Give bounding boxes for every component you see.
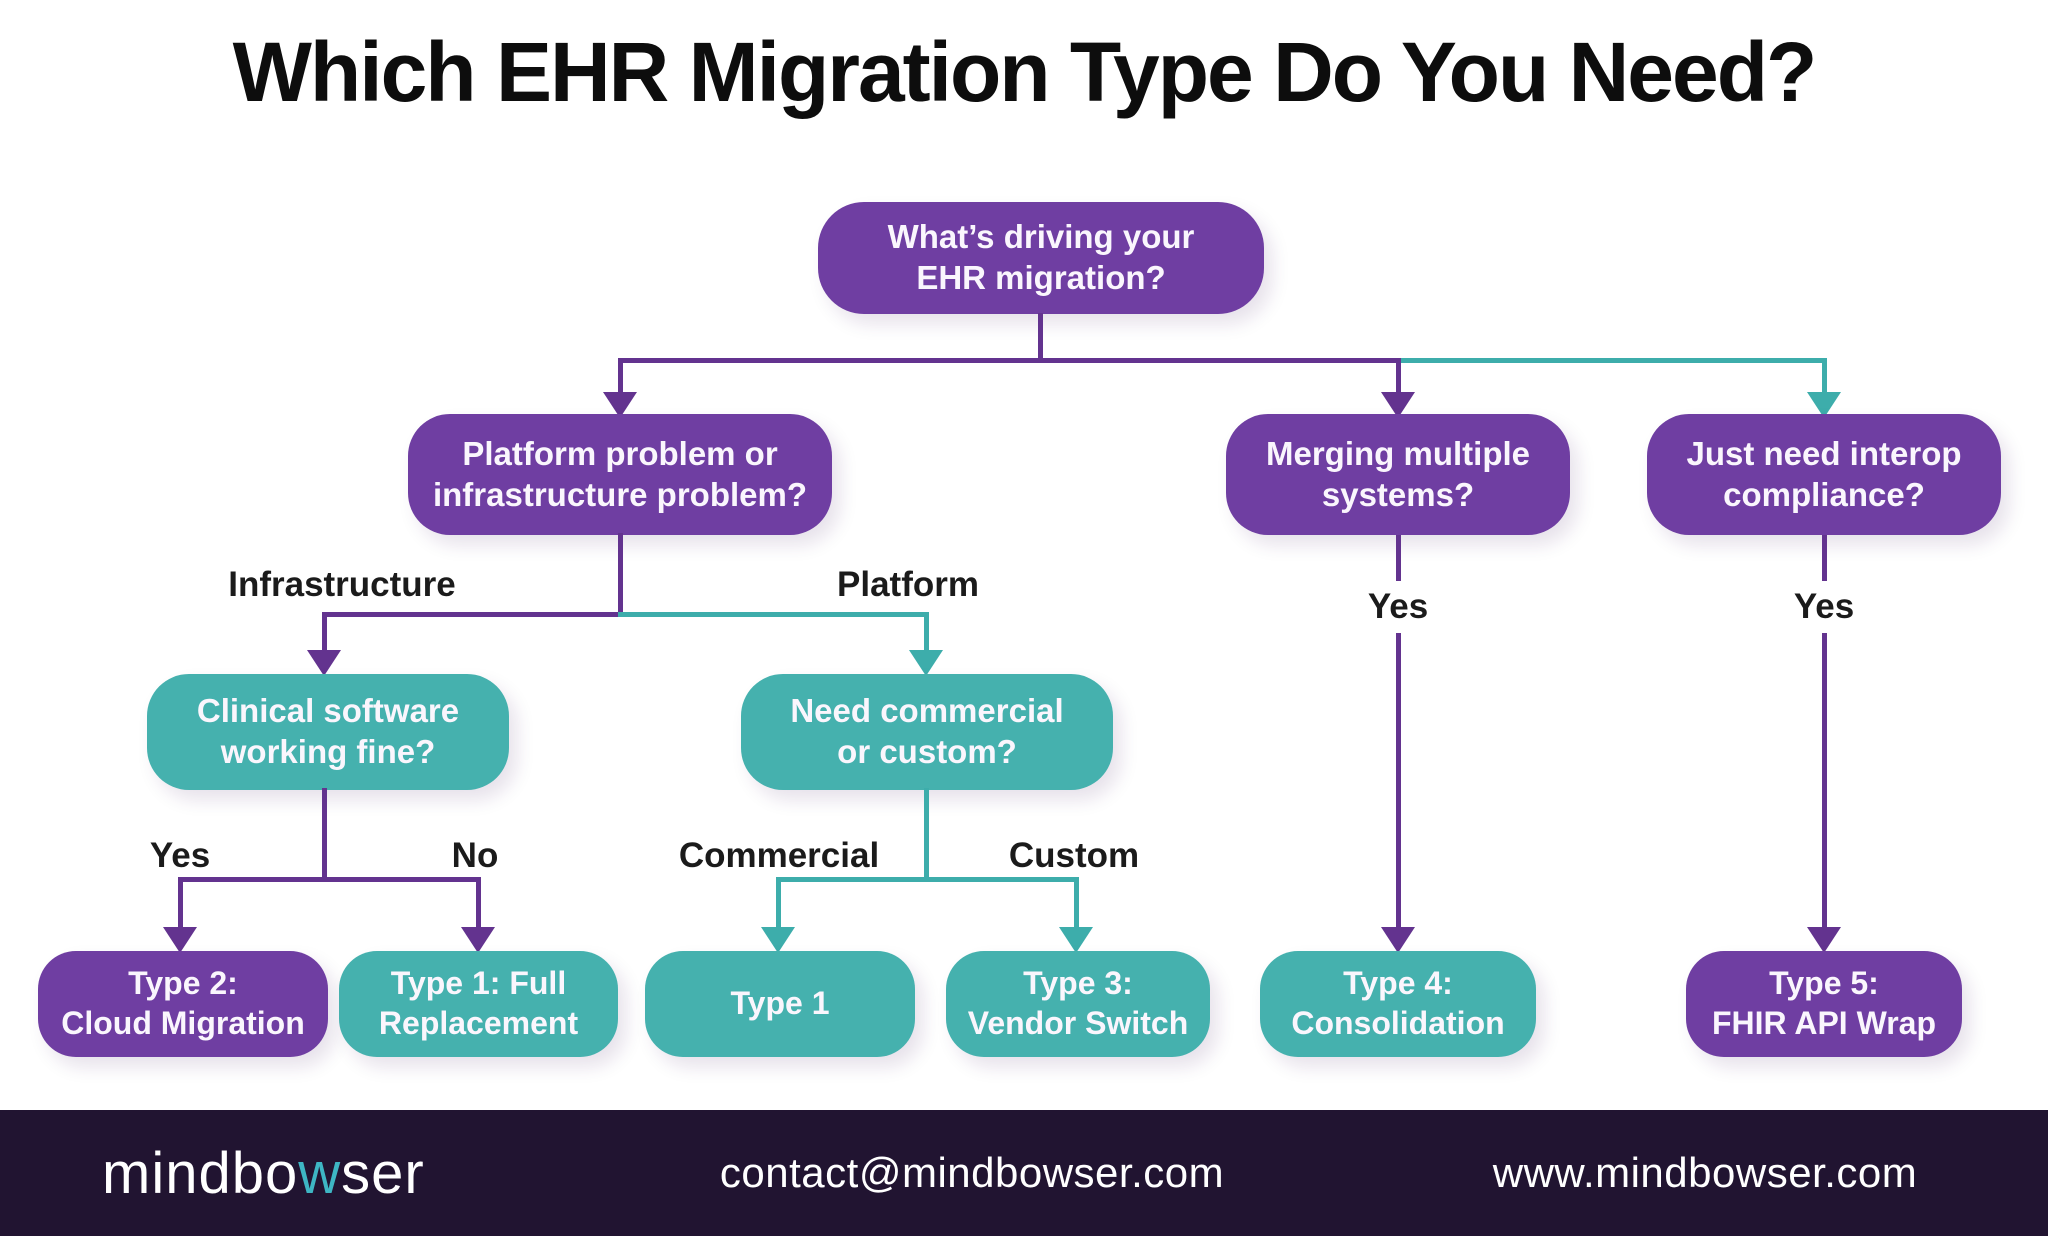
connector-drop-type1 — [776, 877, 781, 929]
node-label-line: Need commercial — [790, 692, 1064, 730]
node-label-line: or custom? — [837, 733, 1017, 770]
node-label-line: Type 3: — [1023, 965, 1133, 1002]
arrowhead-to-type3 — [1059, 927, 1093, 953]
node-type4-consolidation: Type 4: Consolidation — [1260, 951, 1536, 1057]
arrowhead-to-type5 — [1807, 927, 1841, 953]
arrowhead-to-interop-question — [1807, 392, 1841, 418]
website-url: www.mindbowser.com — [1492, 1149, 1918, 1196]
connector-clinical-stem — [322, 788, 327, 880]
node-interop-question: Just need interop compliance? — [1647, 414, 2001, 535]
node-label-line: Consolidation — [1291, 1005, 1505, 1041]
edge-label-infrastructure: Infrastructure — [228, 565, 456, 604]
connector-split-platform — [618, 612, 928, 617]
node-platform-question: Platform problem or infrastructure probl… — [408, 414, 832, 535]
edge-label-commercial: Commercial — [678, 836, 880, 875]
node-merging-question: Merging multiple systems? — [1226, 414, 1570, 535]
edge-label-custom: Custom — [1008, 836, 1140, 875]
edge-label-yes-merging: Yes — [1351, 581, 1445, 633]
node-label-line: systems? — [1321, 475, 1475, 513]
node-label-line: Merging multiple — [1266, 434, 1530, 472]
node-label-line: Platform problem or — [462, 434, 778, 472]
node-label-line: Type 4: — [1343, 965, 1453, 1002]
logo-text-part2: ser — [341, 1140, 425, 1206]
node-label-line: Type 1 — [730, 985, 830, 1022]
arrowhead-to-commercial-question — [909, 650, 943, 676]
connector-drop-type1-full — [476, 877, 481, 929]
page-title: Which EHR Migration Type Do You Need? — [232, 25, 1818, 119]
node-label-line: Replacement — [378, 1005, 579, 1041]
connector-top-horizontal-purple — [618, 358, 1400, 363]
arrowhead-to-clinical-question — [307, 650, 341, 676]
connector-split-infrastructure — [322, 612, 622, 617]
arrowhead-to-type2 — [163, 927, 197, 953]
node-label-line: Cloud Migration — [61, 1005, 305, 1041]
node-clinical-question: Clinical software working fine? — [147, 674, 509, 790]
edge-label-yes-interop: Yes — [1777, 581, 1871, 633]
node-commercial-question: Need commercial or custom? — [741, 674, 1113, 790]
connector-drop-commercial — [924, 612, 929, 652]
node-label-line: infrastructure problem? — [432, 475, 808, 513]
connector-merging-to-type4 — [1396, 535, 1401, 929]
node-type1-full-replacement: Type 1: Full Replacement — [339, 951, 618, 1057]
connector-drop-clinical — [322, 612, 327, 652]
contact-email: contact@mindbowser.com — [719, 1149, 1225, 1196]
connector-drop-platform — [618, 358, 623, 394]
arrowhead-to-type1-full — [461, 927, 495, 953]
logo-text-part1: mindbo — [102, 1140, 299, 1206]
node-label-line: Type 2: — [128, 965, 238, 1002]
arrowhead-to-platform-question — [603, 392, 637, 418]
connector-drop-type3 — [1074, 877, 1079, 929]
connector-root-stem — [1038, 313, 1043, 360]
connector-platform-stem — [618, 533, 623, 615]
edge-label-platform: Platform — [837, 565, 979, 604]
connector-commercial-stem — [924, 788, 929, 880]
node-label-line: Just need interop — [1686, 434, 1962, 472]
connector-drop-type2 — [178, 877, 183, 929]
node-label-line: Type 5: — [1769, 965, 1879, 1002]
connector-top-horizontal-teal — [1398, 358, 1826, 363]
node-type3-vendor-switch: Type 3: Vendor Switch — [946, 951, 1210, 1057]
arrowhead-to-type4 — [1381, 927, 1415, 953]
node-root-question: What’s driving your EHR migration? — [818, 202, 1264, 314]
node-type5-fhir-api-wrap: Type 5: FHIR API Wrap — [1686, 951, 1962, 1057]
node-label-line: Vendor Switch — [967, 1005, 1189, 1041]
arrowhead-to-type1 — [761, 927, 795, 953]
arrowhead-to-merging-question — [1381, 392, 1415, 418]
connector-split-clinical — [178, 877, 480, 882]
connector-drop-interop — [1822, 358, 1827, 394]
node-type2-cloud-migration: Type 2: Cloud Migration — [38, 951, 328, 1057]
node-label-line: Clinical software — [196, 692, 460, 730]
edge-label-no-clinical: No — [451, 836, 499, 875]
node-label-line: FHIR API Wrap — [1711, 1005, 1936, 1041]
edge-label-yes-clinical: Yes — [149, 836, 211, 875]
node-label-line: compliance? — [1723, 475, 1925, 513]
node-label-line: EHR migration? — [916, 259, 1166, 296]
logo-accent-w: w — [298, 1140, 342, 1206]
node-label-line: Type 1: Full — [390, 965, 567, 1002]
connector-split-commercial — [776, 877, 1078, 882]
node-label-line: working fine? — [220, 733, 436, 770]
connector-interop-to-type5 — [1822, 535, 1827, 929]
connector-drop-merging — [1396, 358, 1401, 394]
node-label-line: What’s driving your — [887, 218, 1195, 256]
node-type1: Type 1 — [645, 951, 915, 1057]
